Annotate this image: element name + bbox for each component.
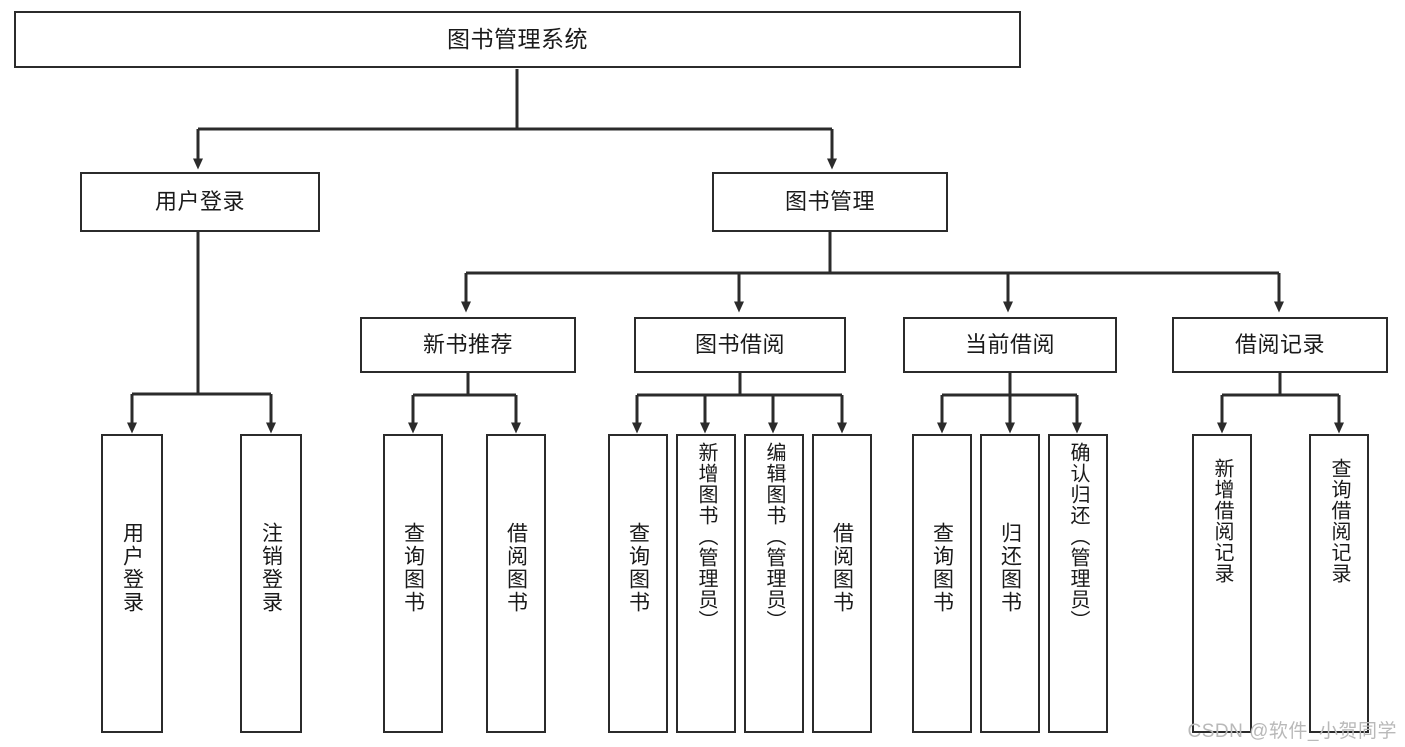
leaf-add-book[interactable]: 新增图书（管理员） bbox=[676, 434, 736, 733]
leaf-add-record[interactable]: 新增借阅记录 bbox=[1192, 434, 1252, 733]
node-book-manage[interactable]: 图书管理 bbox=[712, 172, 948, 232]
leaf-edit-book[interactable]: 编辑图书（管理员） bbox=[744, 434, 804, 733]
leaf-query-book-2[interactable]: 查询图书 bbox=[608, 434, 668, 733]
node-book-borrow-label: 图书借阅 bbox=[694, 332, 785, 358]
node-root[interactable]: 图书管理系统 bbox=[14, 11, 1021, 68]
leaf-logout-label: 注销登录 bbox=[259, 522, 283, 614]
leaf-borrow-book-2[interactable]: 借阅图书 bbox=[812, 434, 872, 733]
leaf-user-login[interactable]: 用户登录 bbox=[101, 434, 163, 733]
leaf-confirm-return-label: 确认归还（管理员） bbox=[1067, 442, 1089, 631]
node-current-borrow-label: 当前借阅 bbox=[964, 332, 1055, 358]
leaf-logout[interactable]: 注销登录 bbox=[240, 434, 302, 733]
leaf-query-book-2-label: 查询图书 bbox=[626, 522, 650, 614]
node-new-book-recommend[interactable]: 新书推荐 bbox=[360, 317, 576, 373]
csdn-watermark: CSDN @软件_小贺同学 bbox=[1187, 721, 1397, 742]
node-new-book-recommend-label: 新书推荐 bbox=[422, 332, 513, 358]
leaf-borrow-book-2-label: 借阅图书 bbox=[830, 522, 854, 614]
leaf-return-book[interactable]: 归还图书 bbox=[980, 434, 1040, 733]
node-book-borrow[interactable]: 图书借阅 bbox=[634, 317, 846, 373]
node-root-label: 图书管理系统 bbox=[447, 26, 588, 53]
leaf-return-book-label: 归还图书 bbox=[998, 522, 1022, 614]
node-borrow-record[interactable]: 借阅记录 bbox=[1172, 317, 1388, 373]
leaf-query-book-3[interactable]: 查询图书 bbox=[912, 434, 972, 733]
leaf-query-record[interactable]: 查询借阅记录 bbox=[1309, 434, 1369, 733]
node-book-manage-label: 图书管理 bbox=[784, 189, 875, 215]
leaf-user-login-label: 用户登录 bbox=[120, 522, 144, 614]
leaf-add-record-label: 新增借阅记录 bbox=[1211, 458, 1233, 584]
node-current-borrow[interactable]: 当前借阅 bbox=[903, 317, 1117, 373]
leaf-borrow-book-1-label: 借阅图书 bbox=[504, 522, 528, 614]
leaf-confirm-return[interactable]: 确认归还（管理员） bbox=[1048, 434, 1108, 733]
node-user-login-label: 用户登录 bbox=[154, 189, 245, 215]
leaf-query-book-1-label: 查询图书 bbox=[401, 522, 425, 614]
node-borrow-record-label: 借阅记录 bbox=[1234, 332, 1325, 358]
leaf-add-book-label: 新增图书（管理员） bbox=[695, 442, 717, 631]
leaf-query-record-label: 查询借阅记录 bbox=[1328, 458, 1350, 584]
leaf-borrow-book-1[interactable]: 借阅图书 bbox=[486, 434, 546, 733]
leaf-query-book-3-label: 查询图书 bbox=[930, 522, 954, 614]
leaf-edit-book-label: 编辑图书（管理员） bbox=[763, 442, 785, 631]
node-user-login[interactable]: 用户登录 bbox=[80, 172, 320, 232]
leaf-query-book-1[interactable]: 查询图书 bbox=[383, 434, 443, 733]
